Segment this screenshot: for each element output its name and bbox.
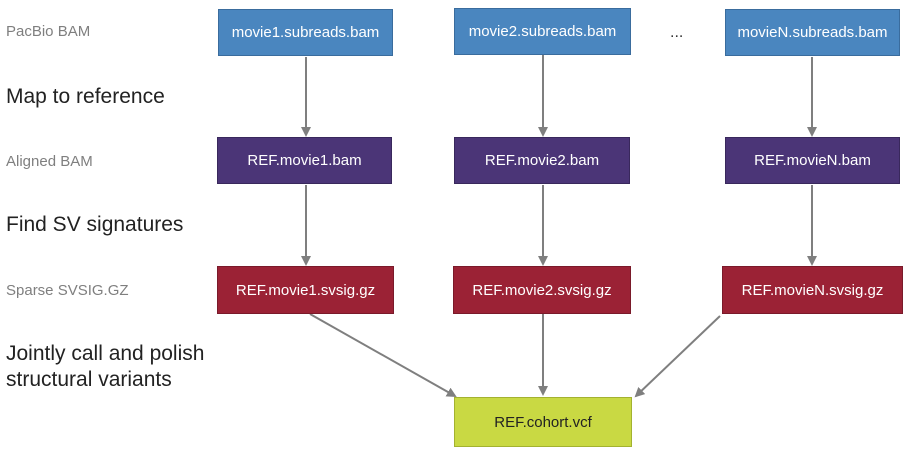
step-label-map-to-reference: Map to reference [6, 85, 165, 108]
subreads-box-movie1: movie1.subreads.bam [218, 9, 393, 56]
step-label-find-sv-signatures: Find SV signatures [6, 213, 184, 236]
cohort-vcf-box: REF.cohort.vcf [454, 397, 632, 447]
step-label-joint-call-line2: structural variants [6, 368, 172, 391]
aligned-box-movie2: REF.movie2.bam [454, 137, 630, 184]
aligned-box-movie1: REF.movie1.bam [217, 137, 392, 184]
row-label-aligned-bam: Aligned BAM [6, 153, 93, 170]
row-label-sparse-svsig: Sparse SVSIG.GZ [6, 282, 129, 299]
aligned-box-movieN: REF.movieN.bam [725, 137, 900, 184]
step-label-joint-call-line1: Jointly call and polish [6, 342, 205, 365]
arrow-movieN-call [634, 315, 721, 398]
arrow-movie1-call [309, 313, 457, 397]
more-movies-ellipsis: ... [670, 24, 684, 41]
step-label-joint-call: Jointly call and polish structural varia… [6, 341, 204, 393]
svsig-box-movie1: REF.movie1.svsig.gz [217, 266, 394, 314]
row-label-pacbio-bam: PacBio BAM [6, 23, 91, 40]
svsig-box-movie2: REF.movie2.svsig.gz [453, 266, 631, 314]
subreads-box-movie2: movie2.subreads.bam [454, 8, 631, 55]
subreads-box-movieN: movieN.subreads.bam [725, 9, 900, 56]
svsig-box-movieN: REF.movieN.svsig.gz [722, 266, 903, 314]
